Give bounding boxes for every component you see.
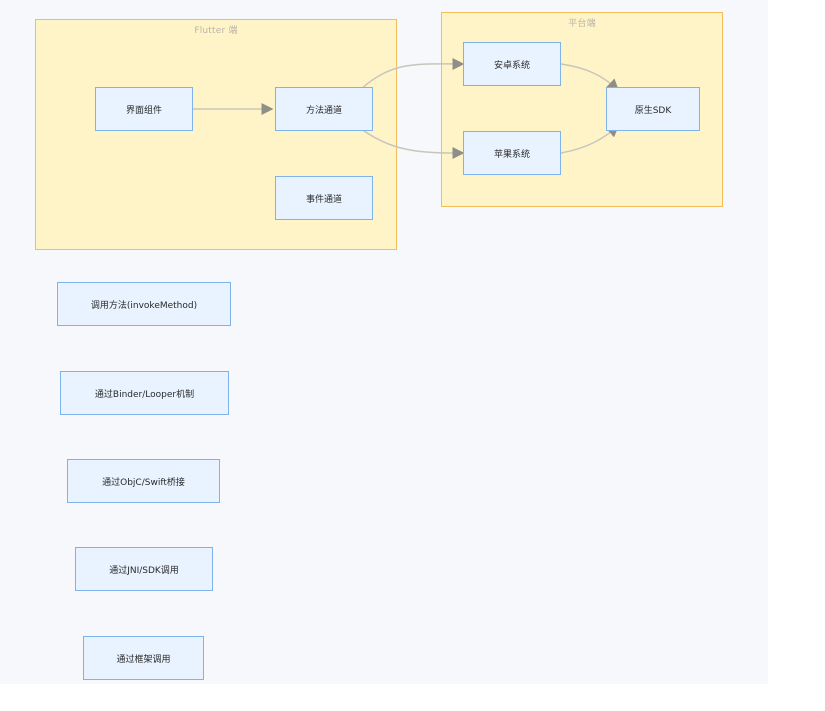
edge-method-to-apple [359, 127, 465, 159]
invoke-method-node: 调用方法(invokeMethod) [57, 282, 231, 326]
event-channel-node: 事件通道 [275, 176, 373, 220]
edge-method-to-android [359, 57, 465, 91]
native-sdk-node: 原生SDK [606, 87, 700, 131]
flutter-group-title: Flutter 端 [194, 26, 238, 36]
ui-widget-node: 界面组件 [95, 87, 193, 131]
flutter-group: Flutter 端 [35, 19, 397, 250]
platform-group-title: 平台端 [568, 19, 596, 29]
objc-swift-bridge-node: 通过ObjC/Swift桥接 [67, 459, 220, 503]
diagram-canvas: Flutter 端 平台端 界面组件 方法通道 事件通道 安卓系统 苹果系统 原… [35, 12, 723, 680]
edges-layer [193, 57, 620, 159]
apple-system-node: 苹果系统 [463, 131, 561, 175]
jni-sdk-node: 通过JNI/SDK调用 [75, 547, 213, 591]
framework-call-node: 通过框架调用 [83, 636, 204, 680]
method-channel-node: 方法通道 [275, 87, 373, 131]
android-system-node: 安卓系统 [463, 42, 561, 86]
edge-android-to-native [560, 63, 620, 92]
binder-looper-node: 通过Binder/Looper机制 [60, 371, 229, 415]
